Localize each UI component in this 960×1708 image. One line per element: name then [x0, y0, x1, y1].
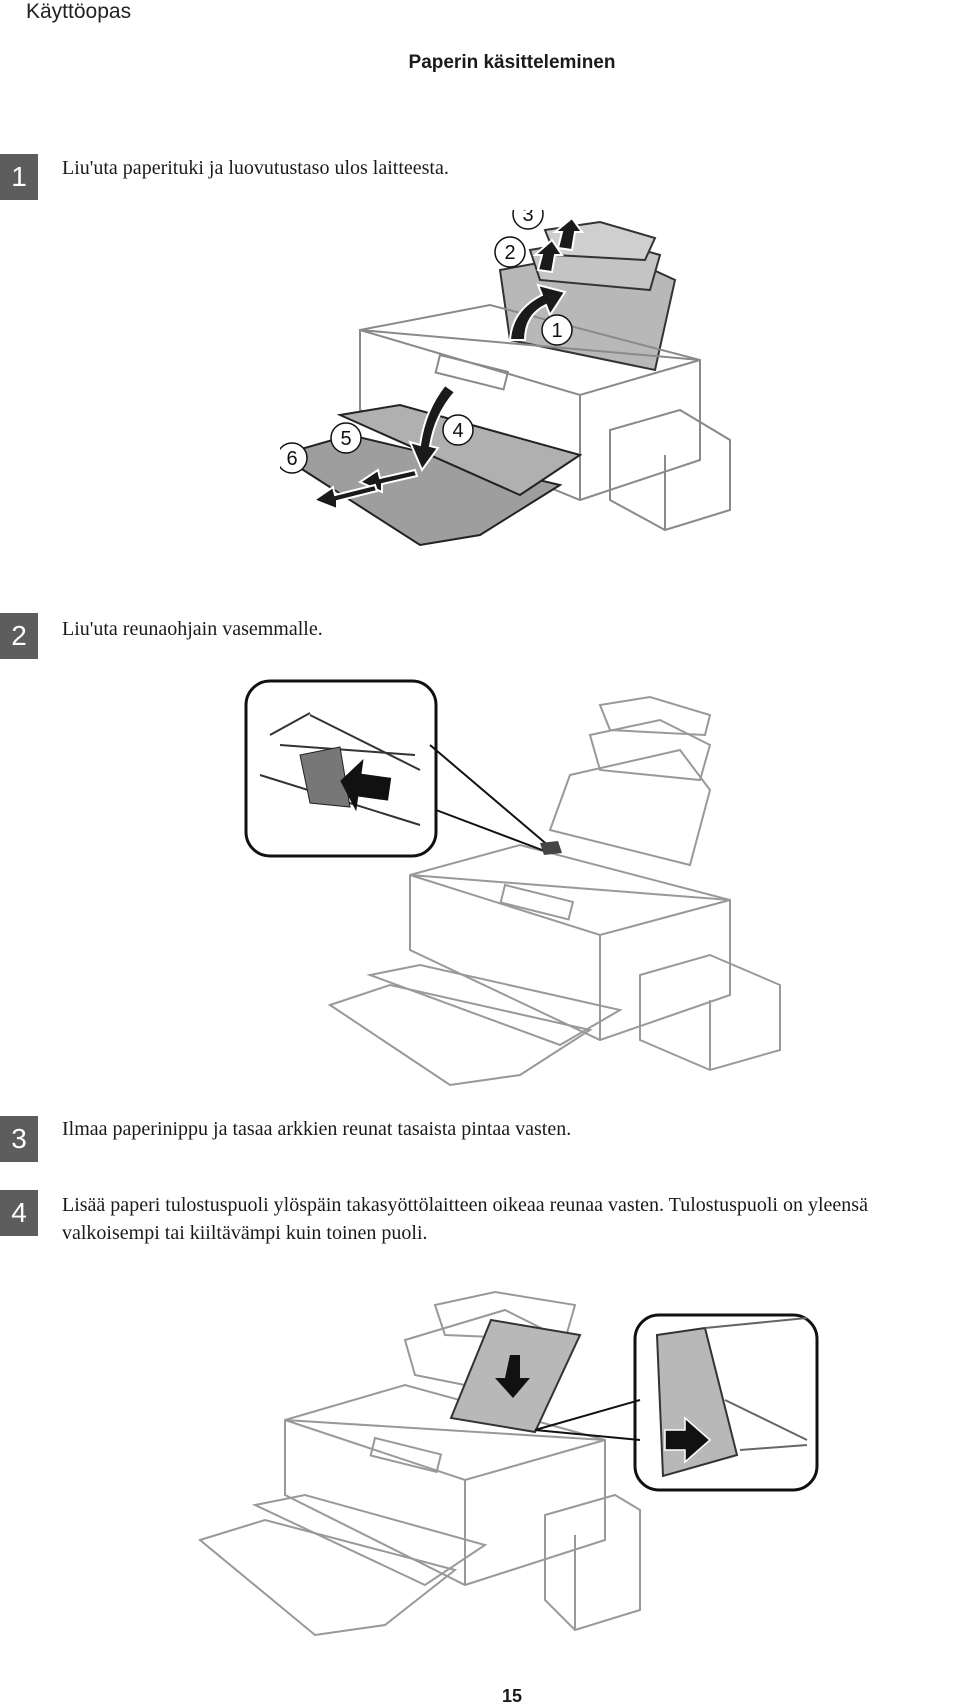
callout-5: 5 — [330, 422, 362, 454]
callout-3-label: 3 — [522, 210, 533, 226]
manual-title: Käyttöopas — [26, 0, 132, 23]
callout-1-label: 1 — [551, 320, 562, 342]
figure-load-paper — [197, 1290, 819, 1637]
step-3-badge: 3 — [0, 1116, 38, 1162]
step-2-text: Liu'uta reunaohjain vasemmalle. — [62, 618, 323, 640]
step-1-text: Liu'uta paperituki ja luovutustaso ulos … — [62, 157, 449, 179]
step-2-badge: 2 — [0, 613, 38, 659]
callout-5-label: 5 — [340, 428, 351, 450]
callout-3: 3 — [512, 210, 544, 230]
step-4-text: Lisää paperi tulostuspuoli ylöspäin taka… — [62, 1194, 868, 1244]
step-1-badge: 1 — [0, 154, 38, 200]
step-3-text: Ilmaa paperinippu ja tasaa arkkien reuna… — [62, 1118, 572, 1140]
callout-2-label: 2 — [504, 242, 515, 264]
figure-printer-trays-extended: 3 2 1 4 5 6 — [280, 210, 731, 547]
step-4-badge: 4 — [0, 1190, 38, 1236]
section-title: Paperin käsitteleminen — [408, 52, 616, 73]
page-number: 15 — [501, 1686, 523, 1706]
figure-edge-guide-left — [244, 679, 781, 1087]
callout-6: 6 — [280, 442, 308, 474]
callout-1: 1 — [541, 314, 573, 346]
callout-4-label: 4 — [452, 420, 463, 442]
callout-4: 4 — [442, 414, 474, 446]
callout-2: 2 — [494, 236, 526, 268]
callout-6-label: 6 — [286, 448, 297, 470]
